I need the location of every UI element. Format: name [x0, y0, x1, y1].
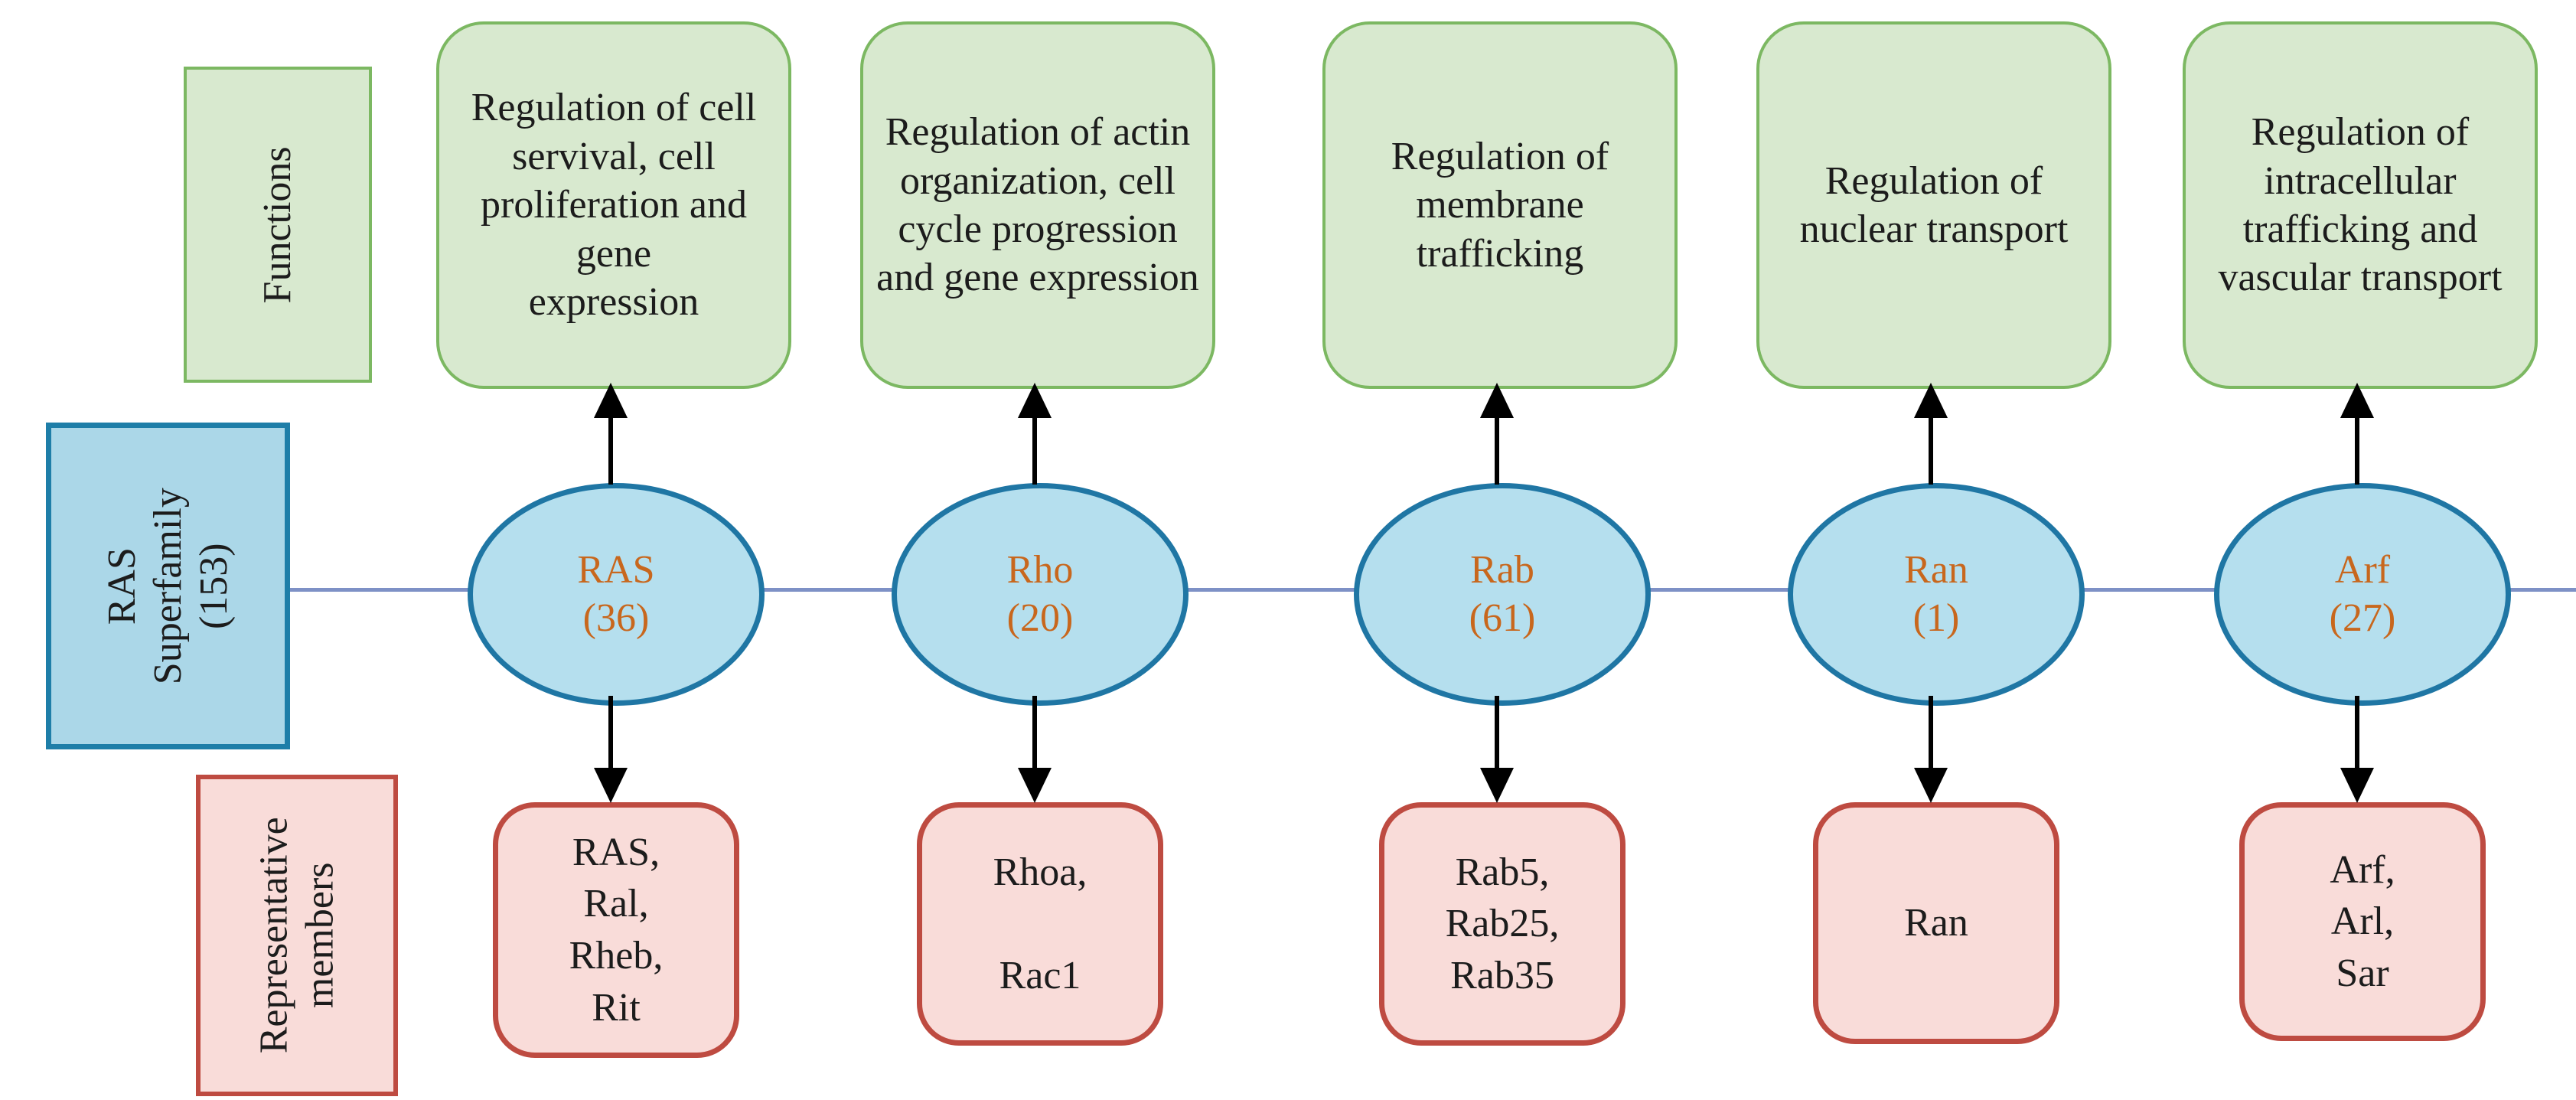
up-arrow-arf [2340, 383, 2374, 485]
representative-members-row-label: Representative members [196, 775, 398, 1096]
family-name: RAS [577, 548, 655, 592]
arrow-stem [1929, 696, 1933, 768]
member-box-rho: Rhoa, Rac1 [917, 802, 1163, 1046]
arrow-stem [1495, 696, 1499, 768]
down-arrow-ran [1914, 696, 1948, 803]
member-box-arf: Arf, Arl, Sar [2239, 802, 2486, 1041]
member-box-rab: Rab5, Rab25, Rab35 [1379, 802, 1625, 1046]
family-name: Arf [2334, 548, 2391, 592]
function-box-ras: Regulation of cell servival, cell prolif… [436, 21, 791, 389]
function-text-ras: Regulation of cell servival, cell prolif… [471, 86, 757, 325]
down-arrow-ras [594, 696, 628, 803]
arrow-stem [2355, 696, 2359, 768]
function-text-ran: Regulation of nuclear transport [1799, 158, 2069, 251]
arrowhead-down-icon [594, 768, 628, 803]
member-text-ras: RAS, Ral, Rheb, Rit [569, 830, 664, 1030]
arrow-stem [1495, 418, 1499, 485]
down-arrow-arf [2340, 696, 2374, 803]
arrowhead-up-icon [1018, 383, 1052, 418]
up-arrow-ran [1914, 383, 1948, 485]
arrow-stem [1929, 418, 1933, 485]
functions-row-label-text: Functions [256, 145, 300, 304]
arrowhead-down-icon [2340, 768, 2374, 803]
arrowhead-down-icon [1480, 768, 1514, 803]
family-count: (20) [1006, 596, 1074, 640]
up-arrow-rab [1480, 383, 1514, 485]
arrowhead-up-icon [2340, 383, 2374, 418]
member-text-rab: Rab5, Rab25, Rab35 [1445, 850, 1560, 997]
family-ellipse-ras: RAS (36) [468, 483, 765, 706]
function-text-rab: Regulation of membrane trafficking [1391, 134, 1609, 276]
ras-superfamily-row-label: RAS Superfamily (153) [46, 423, 290, 749]
function-box-arf: Regulation of intracellular trafficking … [2183, 21, 2538, 389]
arrowhead-down-icon [1914, 768, 1948, 803]
family-ellipse-rab: Rab (61) [1354, 483, 1651, 706]
up-arrow-rho [1018, 383, 1052, 485]
up-arrow-ras [594, 383, 628, 485]
functions-row-label: Functions [184, 67, 372, 383]
function-box-rho: Regulation of actin organization, cell c… [860, 21, 1215, 389]
family-ellipse-rho: Rho (20) [892, 483, 1189, 706]
function-box-ran: Regulation of nuclear transport [1756, 21, 2111, 389]
family-name: Ran [1904, 548, 1968, 592]
family-ellipse-arf: Arf (27) [2214, 483, 2511, 706]
member-box-ras: RAS, Ral, Rheb, Rit [493, 802, 739, 1058]
family-count: (27) [2329, 596, 2396, 640]
arrow-stem [1032, 418, 1037, 485]
member-text-rho: Rhoa, Rac1 [993, 850, 1087, 997]
member-box-ran: Ran [1813, 802, 2059, 1044]
arrowhead-up-icon [1480, 383, 1514, 418]
down-arrow-rho [1018, 696, 1052, 803]
arrow-stem [608, 696, 613, 768]
arrow-stem [1032, 696, 1037, 768]
function-box-rab: Regulation of membrane trafficking [1322, 21, 1678, 389]
family-ellipse-ran: Ran (1) [1788, 483, 2085, 706]
arrowhead-down-icon [1018, 768, 1052, 803]
family-count: (36) [582, 596, 650, 640]
family-name: Rab [1470, 548, 1534, 592]
arrow-stem [2355, 418, 2359, 485]
ras-superfamily-row-label-text: RAS Superfamily (153) [99, 487, 236, 685]
function-text-rho: Regulation of actin organization, cell c… [876, 110, 1199, 300]
family-count: (1) [1912, 596, 1960, 640]
family-name: Rho [1006, 548, 1074, 592]
family-count: (61) [1469, 596, 1536, 640]
arrowhead-up-icon [594, 383, 628, 418]
function-text-arf: Regulation of intracellular trafficking … [2218, 110, 2503, 300]
down-arrow-rab [1480, 696, 1514, 803]
arrowhead-up-icon [1914, 383, 1948, 418]
arrow-stem [608, 418, 613, 485]
member-text-ran: Ran [1904, 901, 1968, 945]
representative-members-row-label-text: Representative members [252, 817, 342, 1054]
member-text-arf: Arf, Arl, Sar [2330, 847, 2395, 995]
